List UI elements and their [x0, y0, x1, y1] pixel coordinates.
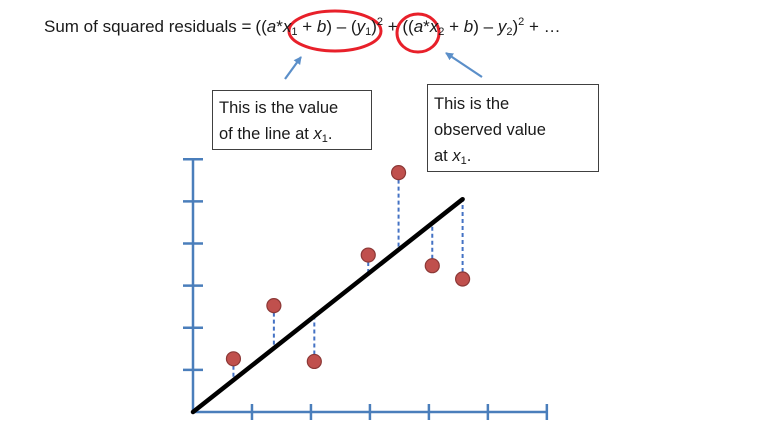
equation-paren: ) [512, 17, 519, 36]
equation-op: + [297, 17, 317, 36]
data-point [424, 258, 440, 274]
equation-op: ) – [473, 17, 498, 36]
equation-op: * [276, 17, 283, 36]
equation-ellipsis: + … [524, 17, 561, 36]
equation-var-x: x [282, 17, 292, 36]
equation-subscript: 1 [365, 26, 372, 38]
equation-paren: ) [326, 17, 332, 36]
highlight-ellipse-fitted [287, 9, 383, 53]
equation-op: + [444, 17, 464, 36]
callout-text: This is the value [219, 99, 339, 117]
residual-equation: Sum of squared residuals =((a*x1 + b) – … [44, 16, 561, 38]
equation-var-y: y [497, 17, 507, 36]
highlight-ellipse-observed [395, 12, 441, 54]
equation-op: – [331, 17, 351, 36]
callout-var: x [452, 147, 461, 165]
callout-text-part: . [466, 147, 472, 165]
equation-var-b: b [316, 17, 327, 36]
data-point [306, 353, 322, 370]
equation-subscript: 2 [438, 26, 445, 38]
callout-text: This is the [434, 95, 510, 113]
data-point [225, 351, 242, 367]
callout-text-part: at [434, 147, 453, 165]
callout-text: observed value [434, 121, 546, 139]
equation-var-x: x [429, 17, 439, 36]
callout-var: x [313, 125, 322, 143]
data-point [455, 271, 471, 287]
residual-lines [232, 172, 464, 381]
callout-subscript: 1 [460, 155, 467, 167]
equation-subscript: 2 [506, 26, 513, 38]
callout-line-value: This is the value of the line at x1. [212, 90, 372, 150]
equation-lhs: Sum of squared residuals = [44, 17, 252, 36]
plot-axes [183, 158, 549, 420]
callout-text: at x1. [434, 143, 592, 169]
equation-var-a: a [266, 17, 277, 36]
arrow-to-observed-term [445, 52, 483, 78]
callout-observed-value: This is the observed value at x1. [427, 84, 599, 172]
regression-line [190, 196, 465, 415]
data-points [225, 165, 471, 370]
callout-text-part: of the line at [219, 125, 314, 143]
equation-var-b: b [463, 17, 474, 36]
equation-var-y: y [356, 17, 366, 36]
equation-paren: ( [350, 17, 357, 36]
callout-subscript: 1 [321, 133, 328, 145]
callout-text: of the line at x1. [219, 121, 365, 147]
data-point [390, 165, 407, 181]
callout-text-part: . [327, 125, 333, 143]
equation-op: + (( [382, 17, 414, 36]
equation-op: * [423, 17, 430, 36]
equation-paren: ) [371, 17, 377, 36]
equation-subscript: 1 [291, 26, 298, 38]
equation-paren: (( [255, 17, 267, 36]
equation-var-a: a [413, 17, 424, 36]
data-point [266, 298, 282, 314]
arrow-to-fitted-term [284, 56, 302, 80]
equation-exponent: 2 [518, 16, 525, 28]
equation-exponent: 2 [376, 16, 383, 28]
data-point [360, 247, 376, 263]
